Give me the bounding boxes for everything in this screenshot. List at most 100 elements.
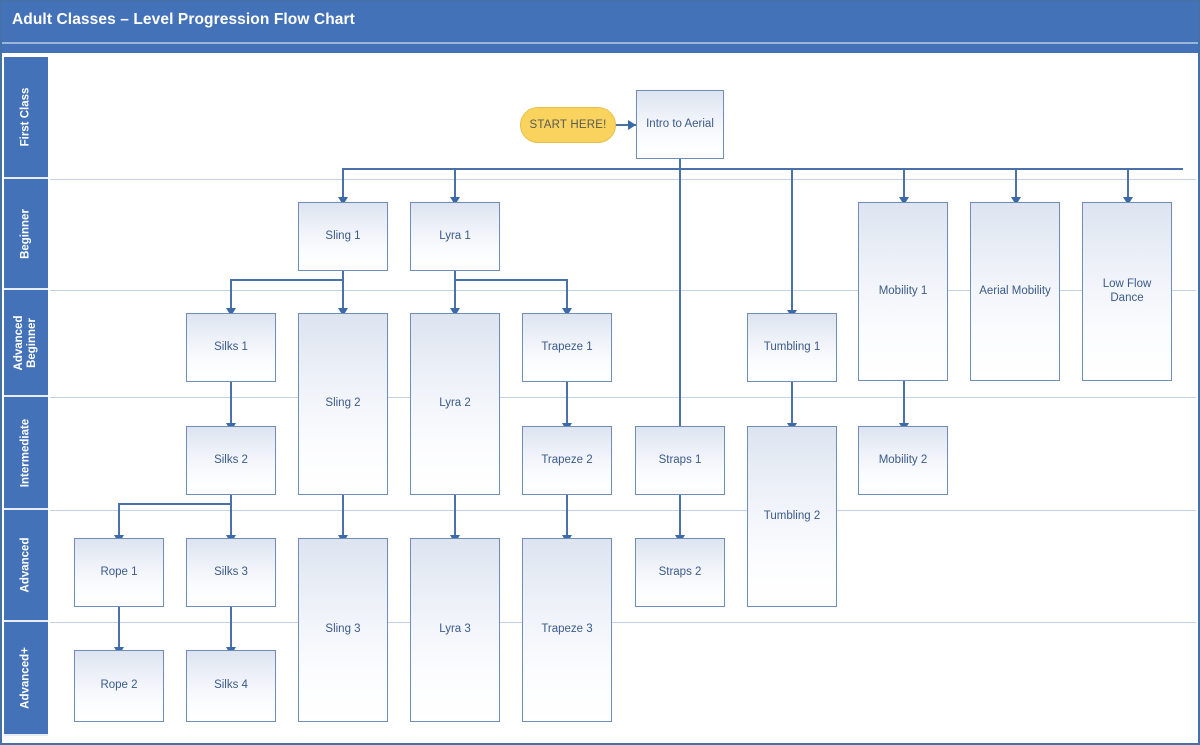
- node-tumbling-2[interactable]: Tumbling 2: [747, 426, 837, 607]
- connector-silks1-to-silks2: [230, 382, 232, 426]
- connector-lyra1-to-trapeze1: [566, 279, 568, 310]
- node-lyra-2[interactable]: Lyra 2: [410, 313, 500, 495]
- level-band-advanced-plus: Advanced+: [4, 622, 48, 736]
- level-band-advanced-beginner: Advanced Beginner: [4, 290, 48, 397]
- node-trapeze-3[interactable]: Trapeze 3: [522, 538, 612, 722]
- connector-bus-to-mobility1: [903, 168, 905, 199]
- node-label-intro-to-aerial: Intro to Aerial: [646, 117, 714, 130]
- node-label-straps-2: Straps 2: [658, 565, 702, 578]
- connector-bus-to-aerial-mobility: [1015, 168, 1017, 199]
- node-aerial-mobility[interactable]: Aerial Mobility: [970, 202, 1060, 381]
- node-label-lyra-1: Lyra 1: [439, 229, 471, 242]
- node-label-mobility-1: Mobility 1: [878, 284, 928, 297]
- title-bar-underline: [2, 42, 1198, 53]
- connector-sling1-to-sling2: [342, 279, 344, 310]
- node-label-sling-2: Sling 2: [325, 397, 361, 410]
- connector-bus-to-low-flow-dance: [1127, 168, 1129, 199]
- node-mobility-2[interactable]: Mobility 2: [858, 426, 948, 495]
- connector-trapeze1-to-trapeze2: [566, 382, 568, 426]
- level-band-advanced: Advanced: [4, 510, 48, 622]
- connector-bus-to-straps1: [679, 168, 681, 435]
- node-tumbling-1[interactable]: Tumbling 1: [747, 313, 837, 382]
- connector-sling1-stem: [342, 270, 344, 280]
- node-mobility-1[interactable]: Mobility 1: [858, 202, 948, 381]
- start-here-oval[interactable]: START HERE!: [520, 107, 616, 143]
- connector-sling1-bus: [230, 279, 344, 281]
- node-silks-3[interactable]: Silks 3: [186, 538, 276, 607]
- row-separator-3: [50, 397, 1196, 398]
- node-silks-2[interactable]: Silks 2: [186, 426, 276, 495]
- node-trapeze-1[interactable]: Trapeze 1: [522, 313, 612, 382]
- arrow-bus-to-mobility1: [899, 197, 909, 205]
- node-lyra-3[interactable]: Lyra 3: [410, 538, 500, 722]
- node-sling-3[interactable]: Sling 3: [298, 538, 388, 722]
- connector-bus-to-sling1: [342, 168, 344, 199]
- node-label-lyra-2: Lyra 2: [439, 397, 471, 410]
- node-label-lyra-3: Lyra 3: [439, 623, 471, 636]
- connector-bus-to-lyra1: [454, 168, 456, 199]
- level-label-advanced-plus: Advanced+: [19, 647, 32, 709]
- node-silks-1[interactable]: Silks 1: [186, 313, 276, 382]
- node-sling-2[interactable]: Sling 2: [298, 313, 388, 495]
- arrow-bus-to-low-flow-dance: [1123, 197, 1133, 205]
- level-label-intermediate: Intermediate: [19, 418, 32, 487]
- diagram-canvas: START HERE! Intro to Aerial Sling 1 Lyra…: [50, 55, 1196, 741]
- row-separator-5: [50, 622, 1196, 623]
- arrow-start-to-intro: [628, 120, 636, 130]
- row-separator-4: [50, 510, 1196, 511]
- page-title: Adult Classes – Level Progression Flow C…: [12, 11, 355, 28]
- node-lyra-1[interactable]: Lyra 1: [410, 202, 500, 271]
- node-low-flow-dance[interactable]: Low Flow Dance: [1082, 202, 1172, 381]
- level-label-beginner: Beginner: [19, 208, 32, 259]
- connector-tumbling1-to-tumbling2: [791, 382, 793, 426]
- node-silks-4[interactable]: Silks 4: [186, 650, 276, 722]
- arrow-lyra1-to-trapeze1: [562, 308, 572, 316]
- arrow-sling1-to-sling2: [338, 308, 348, 316]
- node-label-tumbling-2: Tumbling 2: [763, 509, 821, 522]
- level-band-first-class: First Class: [4, 57, 48, 179]
- node-label-low-flow-dance: Low Flow Dance: [1102, 277, 1152, 304]
- arrow-bus-to-aerial-mobility: [1011, 197, 1021, 205]
- node-label-rope-1: Rope 1: [100, 565, 138, 578]
- node-intro-to-aerial[interactable]: Intro to Aerial: [636, 90, 724, 159]
- arrow-lyra1-to-lyra2: [450, 308, 460, 316]
- connector-mobility1-to-mobility2: [903, 380, 905, 426]
- connector-sling1-to-silks1: [230, 279, 232, 310]
- level-band-beginner: Beginner: [4, 179, 48, 290]
- node-straps-2[interactable]: Straps 2: [635, 538, 725, 607]
- arrow-bus-to-lyra1: [450, 197, 460, 205]
- connector-trapeze2-to-trapeze3: [566, 495, 568, 537]
- title-bar: [2, 2, 1198, 42]
- node-label-trapeze-3: Trapeze 3: [541, 623, 593, 636]
- node-rope-1[interactable]: Rope 1: [74, 538, 164, 607]
- node-label-tumbling-1: Tumbling 1: [763, 340, 821, 353]
- connector-silks2-to-rope1: [118, 503, 120, 537]
- connector-rope1-to-rope2: [118, 607, 120, 649]
- connector-silks2-bus: [118, 503, 232, 505]
- node-straps-1[interactable]: Straps 1: [635, 426, 725, 495]
- node-rope-2[interactable]: Rope 2: [74, 650, 164, 722]
- connector-intro-bus: [342, 168, 1183, 170]
- node-label-aerial-mobility: Aerial Mobility: [979, 284, 1051, 297]
- connector-intro-stem: [679, 158, 681, 169]
- node-label-sling-1: Sling 1: [325, 229, 361, 242]
- level-band-intermediate: Intermediate: [4, 397, 48, 510]
- node-label-sling-3: Sling 3: [325, 623, 361, 636]
- node-trapeze-2[interactable]: Trapeze 2: [522, 426, 612, 495]
- connector-silks2-stem: [230, 495, 232, 504]
- connector-silks2-to-silks3: [230, 503, 232, 537]
- node-label-trapeze-2: Trapeze 2: [541, 453, 593, 466]
- node-label-silks-3: Silks 3: [214, 565, 248, 578]
- connector-lyra1-stem: [454, 270, 456, 280]
- node-sling-1[interactable]: Sling 1: [298, 202, 388, 271]
- level-label-advanced: Advanced: [19, 537, 32, 593]
- start-here-label: START HERE!: [529, 119, 607, 131]
- node-label-silks-1: Silks 1: [214, 340, 248, 353]
- connector-lyra2-to-lyra3: [454, 495, 456, 537]
- row-separator-1: [50, 179, 1196, 180]
- connector-silks3-to-silks4: [230, 607, 232, 649]
- node-label-mobility-2: Mobility 2: [878, 453, 928, 466]
- node-label-silks-4: Silks 4: [214, 679, 248, 692]
